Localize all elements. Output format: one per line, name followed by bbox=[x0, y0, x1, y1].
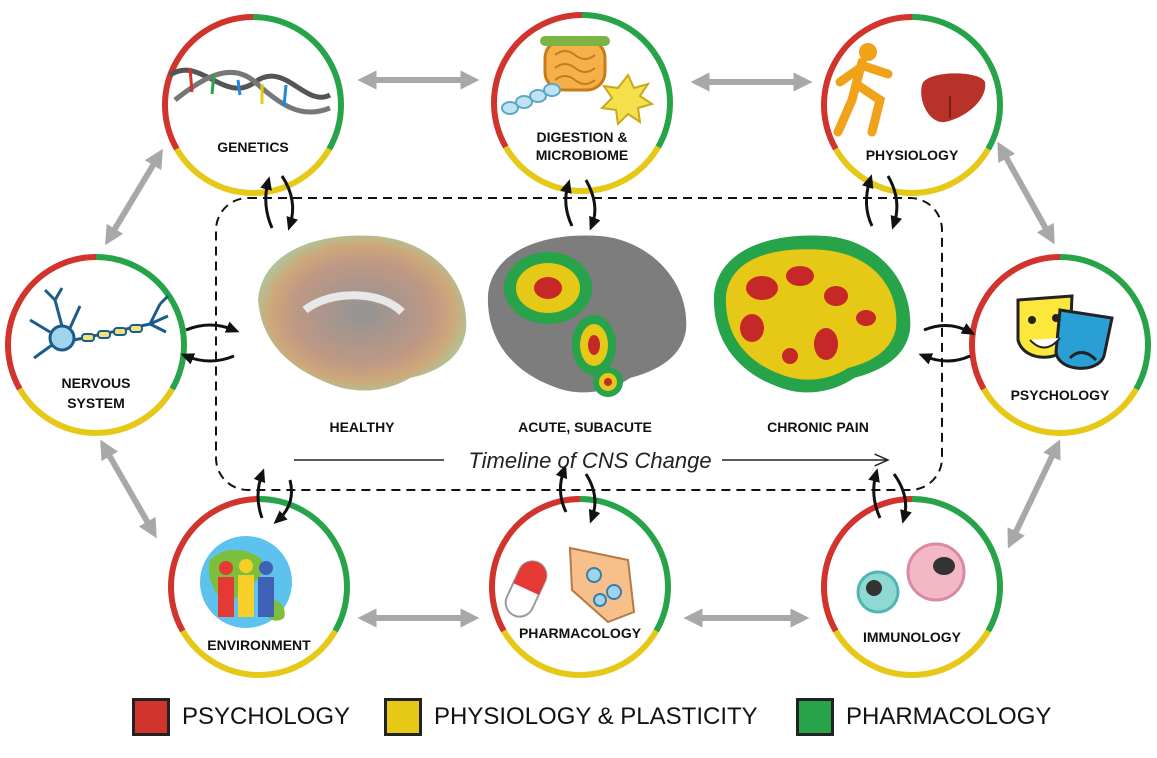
node-ring-arc-green bbox=[579, 496, 671, 633]
node-ring-arc-green bbox=[258, 496, 350, 633]
globe-people-icon bbox=[200, 536, 292, 628]
arrow-psychology-immunology bbox=[1007, 439, 1061, 549]
node-label-genetics: GENETICS bbox=[217, 139, 289, 155]
legend-swatch-psychology bbox=[132, 698, 170, 736]
node-label-nervous-1: NERVOUS bbox=[62, 375, 131, 391]
immune-cells-icon bbox=[856, 542, 966, 614]
node-ring-arc-red bbox=[821, 14, 913, 151]
node-label-physiology: PHYSIOLOGY bbox=[866, 147, 959, 163]
node-label-digestion-1: DIGESTION & bbox=[536, 129, 627, 145]
microbiome-icon bbox=[501, 36, 655, 127]
timeline-label: Timeline of CNS Change bbox=[468, 448, 711, 473]
legend-label-pharmacology: PHARMACOLOGY bbox=[846, 703, 1052, 730]
theater-masks-icon bbox=[1016, 294, 1114, 370]
node-ring-arc-red bbox=[821, 496, 913, 633]
arrow-nervous-environment bbox=[100, 439, 157, 539]
node-ring-arc-green bbox=[95, 254, 187, 391]
node-ring-fill bbox=[8, 257, 184, 433]
arrow-physiology-psychology bbox=[997, 141, 1055, 245]
black-exchange-arrows bbox=[180, 174, 976, 524]
legend-item-physiology-plasticity: PHYSIOLOGY & PLASTICITY bbox=[384, 694, 758, 740]
legend-label-physiology-plasticity: PHYSIOLOGY & PLASTICITY bbox=[434, 703, 758, 730]
node-ring-fill bbox=[165, 17, 341, 193]
node-label-pharmacology: PHARMACOLOGY bbox=[519, 625, 642, 641]
node-ring-arc-red bbox=[969, 254, 1061, 391]
legend-item-pharmacology: PHARMACOLOGY bbox=[796, 694, 1051, 740]
stage-label-healthy: HEALTHY bbox=[329, 419, 395, 435]
node-ring-arc-yellow bbox=[180, 629, 338, 678]
neuron-icon bbox=[29, 287, 170, 360]
node-ring-fill bbox=[494, 15, 670, 191]
node-ring-arc-red bbox=[491, 12, 583, 149]
legend-swatch-pharmacology bbox=[796, 698, 834, 736]
legend-label-psychology: PSYCHOLOGY bbox=[182, 703, 351, 730]
dna-icon bbox=[168, 67, 332, 115]
node-label-environment: ENVIRONMENT bbox=[207, 637, 311, 653]
legend-item-psychology: PSYCHOLOGY bbox=[132, 694, 350, 740]
node-ring-digestion bbox=[491, 12, 673, 194]
node-ring-arc-red bbox=[168, 496, 260, 633]
node-ring-nervous bbox=[5, 254, 187, 436]
node-ring-arc-yellow bbox=[174, 147, 332, 196]
pill-capsule-icon bbox=[504, 546, 636, 624]
node-label-psychology: PSYCHOLOGY bbox=[1011, 387, 1110, 403]
node-ring-arc-yellow bbox=[501, 629, 659, 678]
node-ring-genetics bbox=[162, 14, 344, 196]
brain-chronic bbox=[713, 235, 911, 393]
node-label-digestion-2: MICROBIOME bbox=[536, 147, 629, 163]
node-ring-arc-red bbox=[5, 254, 97, 391]
stage-label-acute: ACUTE, SUBACUTE bbox=[518, 419, 652, 435]
node-ring-arc-yellow bbox=[981, 387, 1139, 436]
node-ring-arc-green bbox=[1059, 254, 1151, 391]
arrow-genetics-nervous bbox=[105, 148, 163, 246]
node-ring-arc-yellow bbox=[833, 629, 991, 678]
node-rings bbox=[5, 12, 1151, 678]
node-ring-arc-yellow bbox=[833, 147, 991, 196]
node-label-nervous-2: SYSTEM bbox=[67, 395, 125, 411]
node-ring-arc-yellow bbox=[503, 145, 661, 194]
runner-icon bbox=[833, 43, 893, 137]
node-ring-arc-yellow bbox=[17, 387, 175, 436]
node-ring-arc-red bbox=[489, 496, 581, 633]
node-ring-arc-green bbox=[252, 14, 344, 151]
cns-timeline-box bbox=[215, 197, 943, 491]
node-label-immunology: IMMUNOLOGY bbox=[863, 629, 962, 645]
node-ring-arc-green bbox=[911, 14, 1003, 151]
liver-icon bbox=[921, 73, 986, 123]
node-ring-arc-green bbox=[911, 496, 1003, 633]
node-ring-arc-red bbox=[162, 14, 254, 151]
node-ring-arc-green bbox=[581, 12, 673, 149]
legend-swatch-physiology-plasticity bbox=[384, 698, 422, 736]
stage-label-chronic: CHRONIC PAIN bbox=[767, 419, 869, 435]
gray-connections bbox=[100, 70, 1061, 628]
brain-healthy bbox=[258, 235, 467, 391]
brain-acute bbox=[487, 235, 687, 397]
